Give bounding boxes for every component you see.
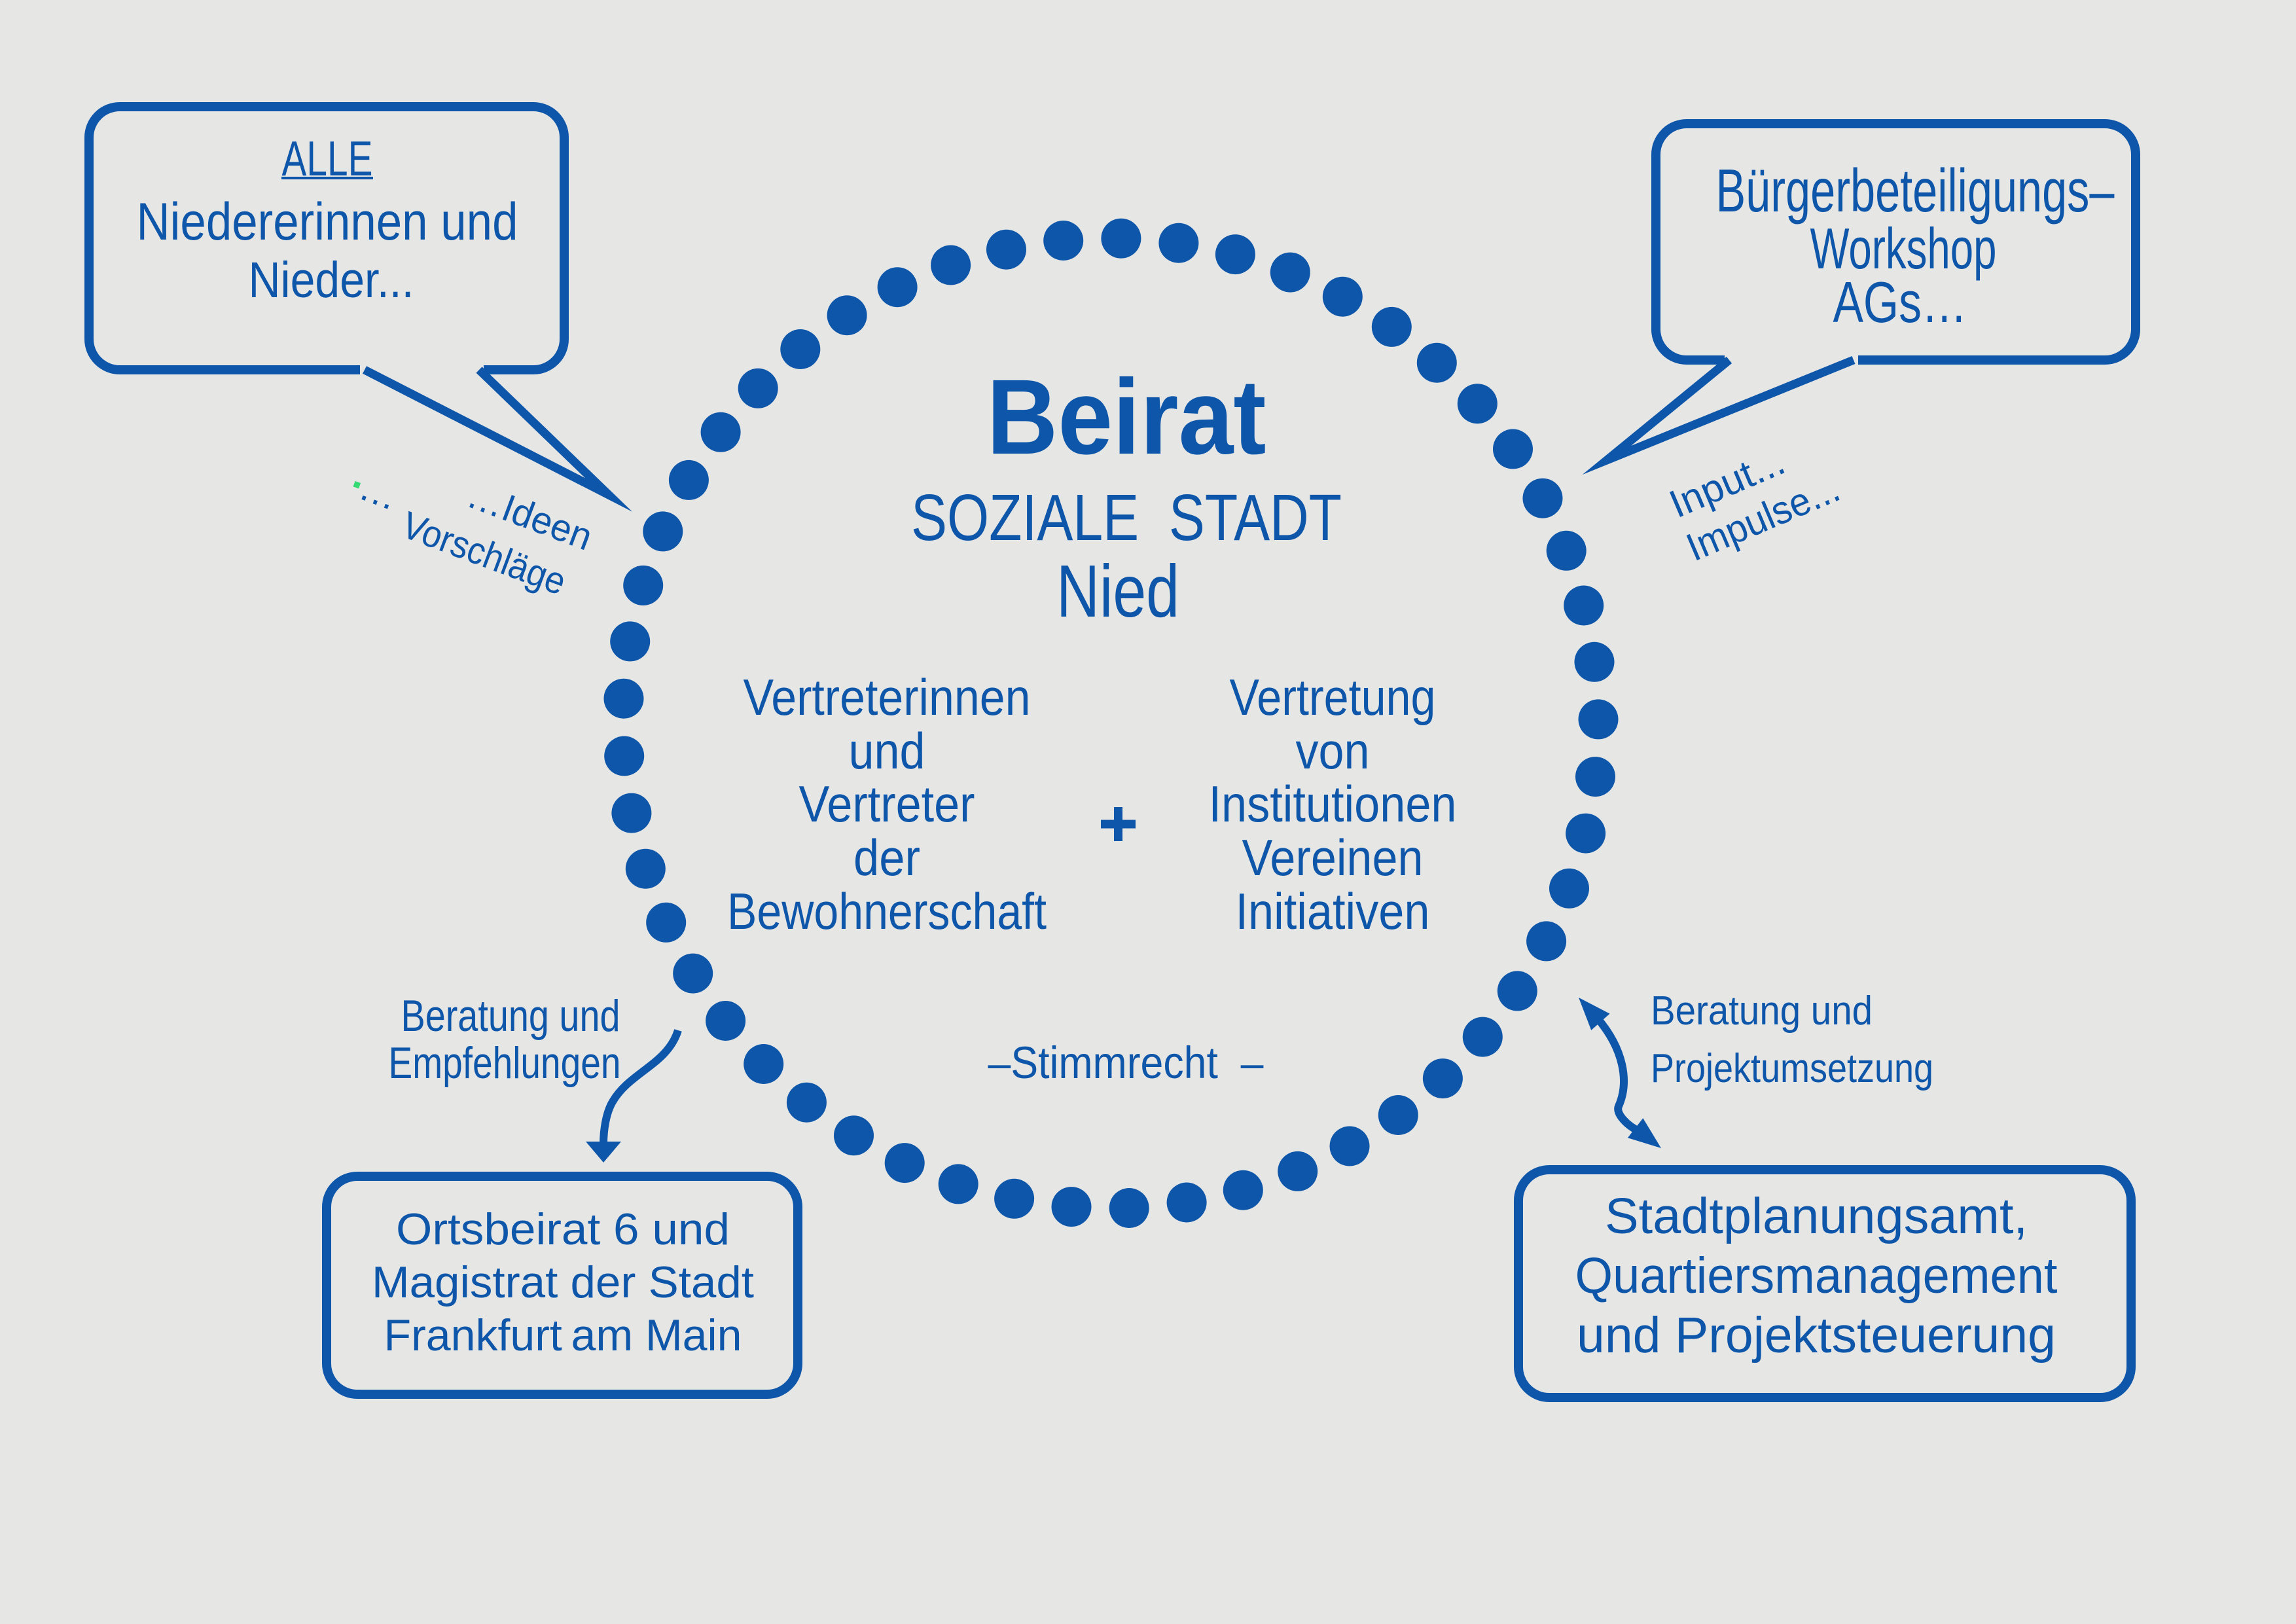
- svg-text:Nieder...: Nieder...: [249, 252, 414, 308]
- svg-text:Stadtplanungsamt,: Stadtplanungsamt,: [1605, 1188, 2028, 1244]
- svg-text:Vereinen: Vereinen: [1242, 829, 1424, 886]
- svg-text:Beratung und: Beratung und: [1651, 988, 1873, 1034]
- svg-text:der: der: [853, 829, 920, 886]
- svg-text:Bürgerbeteiligungs–: Bürgerbeteiligungs–: [1716, 156, 2115, 225]
- svg-text:Projektumsetzung: Projektumsetzung: [1651, 1046, 1933, 1091]
- svg-text:Niedererinnen und: Niedererinnen und: [137, 192, 518, 251]
- svg-text:Empfehlungen: Empfehlungen: [389, 1038, 621, 1088]
- svg-text:Ortsbeirat 6 und: Ortsbeirat 6 und: [396, 1204, 730, 1254]
- svg-text:und: und: [849, 722, 925, 780]
- svg-text:Frankfurt am Main: Frankfurt am Main: [384, 1310, 742, 1360]
- svg-text:SOZIALE STADT: SOZIALE STADT: [911, 481, 1342, 554]
- svg-text:Institutionen: Institutionen: [1209, 775, 1457, 833]
- svg-text:Magistrat der Stadt: Magistrat der Stadt: [372, 1257, 754, 1307]
- svg-text:AGs…: AGs…: [1833, 270, 1967, 334]
- svg-text:Workshop: Workshop: [1810, 216, 1997, 281]
- svg-text:Vertreter: Vertreter: [799, 775, 975, 833]
- svg-text:Nied: Nied: [1056, 550, 1179, 632]
- svg-text:Bewohnerschaft: Bewohnerschaft: [727, 882, 1047, 940]
- svg-text:–Stimmrecht –: –Stimmrecht –: [988, 1038, 1265, 1088]
- svg-text:Initiativen: Initiativen: [1236, 882, 1430, 940]
- svg-text:Beirat: Beirat: [987, 357, 1266, 477]
- svg-text:von: von: [1296, 722, 1370, 780]
- svg-text:Beratung und: Beratung und: [401, 991, 620, 1041]
- svg-text:Quartiersmanagement: Quartiersmanagement: [1575, 1248, 2058, 1304]
- svg-text:Vertretung: Vertretung: [1230, 668, 1436, 726]
- svg-text:Vertreterinnen: Vertreterinnen: [744, 668, 1031, 726]
- svg-text:und Projektsteuerung: und Projektsteuerung: [1577, 1307, 2056, 1363]
